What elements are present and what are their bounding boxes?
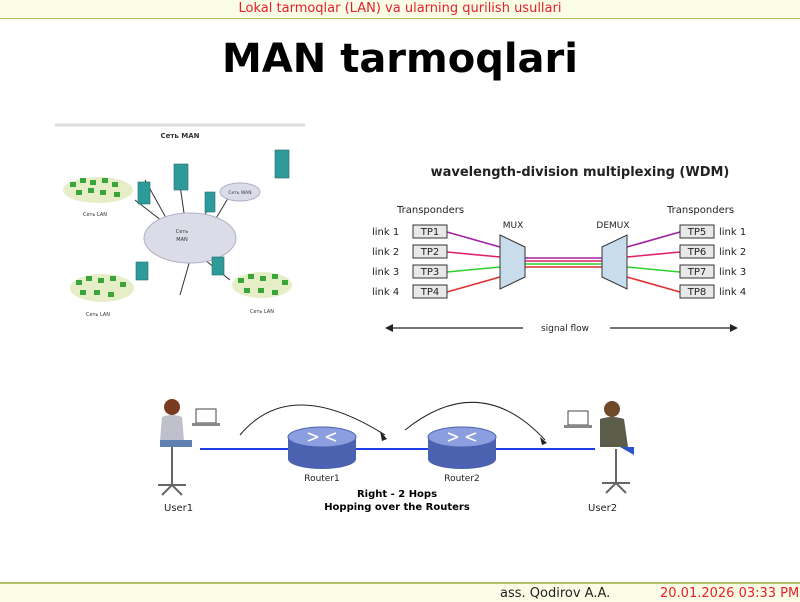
- signal-flow-label: signal flow: [541, 324, 589, 334]
- tp-label: TP6: [687, 247, 707, 258]
- lan-cluster-top-left: Сеть LAN: [63, 177, 133, 218]
- user1-figure: [158, 399, 220, 496]
- wdm-title: wavelength-division multiplexing (WDM): [431, 165, 730, 180]
- lan-label: Сеть LAN: [86, 312, 110, 318]
- link-label: link 2: [372, 247, 399, 258]
- tp-label: TP4: [420, 287, 440, 298]
- man-network-diagram: Сеть MAN Сеть MAN Сеть WAN Сеть LAN Сеть…: [55, 123, 305, 318]
- footer-bar: ass. Qodirov A.A. 20.01.2026 03:33 PM: [0, 582, 800, 602]
- header-title: Lokal tarmoqlar (LAN) va ularning qurili…: [238, 1, 562, 16]
- wdm-left-tps: TP1 TP2 TP3 TP4: [412, 224, 448, 299]
- lan-label: Сеть LAN: [250, 309, 274, 315]
- link-label: link 3: [719, 267, 746, 278]
- lan-label: Сеть LAN: [83, 212, 107, 218]
- header-bar: Lokal tarmoqlar (LAN) va ularning qurili…: [0, 0, 800, 19]
- wan-cloud: [219, 182, 261, 202]
- wdm-right-group: Transponders: [666, 205, 734, 216]
- man-center-label-2: MAN: [176, 237, 188, 243]
- man-cloud: [143, 212, 237, 264]
- link-label: link 2: [719, 247, 746, 258]
- wdm-left-group: Transponders: [396, 205, 464, 216]
- tp-label: TP1: [420, 227, 440, 238]
- link-label: link 4: [719, 287, 746, 298]
- tp-label: TP7: [687, 267, 707, 278]
- link-label: link 1: [719, 227, 746, 238]
- tp-label: TP5: [687, 227, 707, 238]
- lan-cluster-bottom-left: Сеть LAN: [70, 274, 134, 318]
- router2-label: Router2: [444, 474, 480, 484]
- user2-figure: [564, 401, 634, 494]
- routing-caption-line1: Right - 2 Hops: [357, 489, 437, 500]
- wdm-diagram: wavelength-division multiplexing (WDM) T…: [372, 165, 746, 334]
- mux-block: [499, 234, 526, 290]
- slide-title: MAN tarmoqlari: [222, 36, 578, 82]
- man-diagram-title: Сеть MAN: [160, 132, 199, 140]
- footer-date: 20.01.2026 03:33 PM: [660, 586, 800, 601]
- tp-label: TP2: [420, 247, 440, 258]
- router1-label: Router1: [304, 474, 340, 484]
- wdm-demux-label: DEMUX: [596, 221, 629, 231]
- link-label: link 1: [372, 227, 399, 238]
- demux-block: [601, 234, 628, 290]
- tp-label: TP8: [687, 287, 707, 298]
- hop-arc-1: [239, 404, 386, 436]
- link-label: link 4: [372, 287, 399, 298]
- routing-diagram: User1 Router1 Router2 Right - 2 Hops Hop…: [158, 399, 634, 514]
- wdm-right-tps: TP5 TP6 TP7 TP8: [679, 224, 715, 299]
- tp-label: TP3: [420, 267, 440, 278]
- user1-label: User1: [164, 503, 193, 514]
- router2-icon: [427, 426, 497, 469]
- wan-label: Сеть WAN: [228, 190, 251, 196]
- hop-arc-2: [404, 401, 546, 441]
- routing-caption-line2: Hopping over the Routers: [324, 502, 470, 513]
- footer-author: ass. Qodirov A.A.: [500, 586, 611, 601]
- router1-icon: [287, 426, 357, 469]
- man-center-label: Сеть: [176, 229, 188, 235]
- link-label: link 3: [372, 267, 399, 278]
- lan-cluster-bottom-right: Сеть LAN: [232, 272, 292, 315]
- user2-label: User2: [588, 503, 617, 514]
- wdm-mux-label: MUX: [503, 221, 524, 231]
